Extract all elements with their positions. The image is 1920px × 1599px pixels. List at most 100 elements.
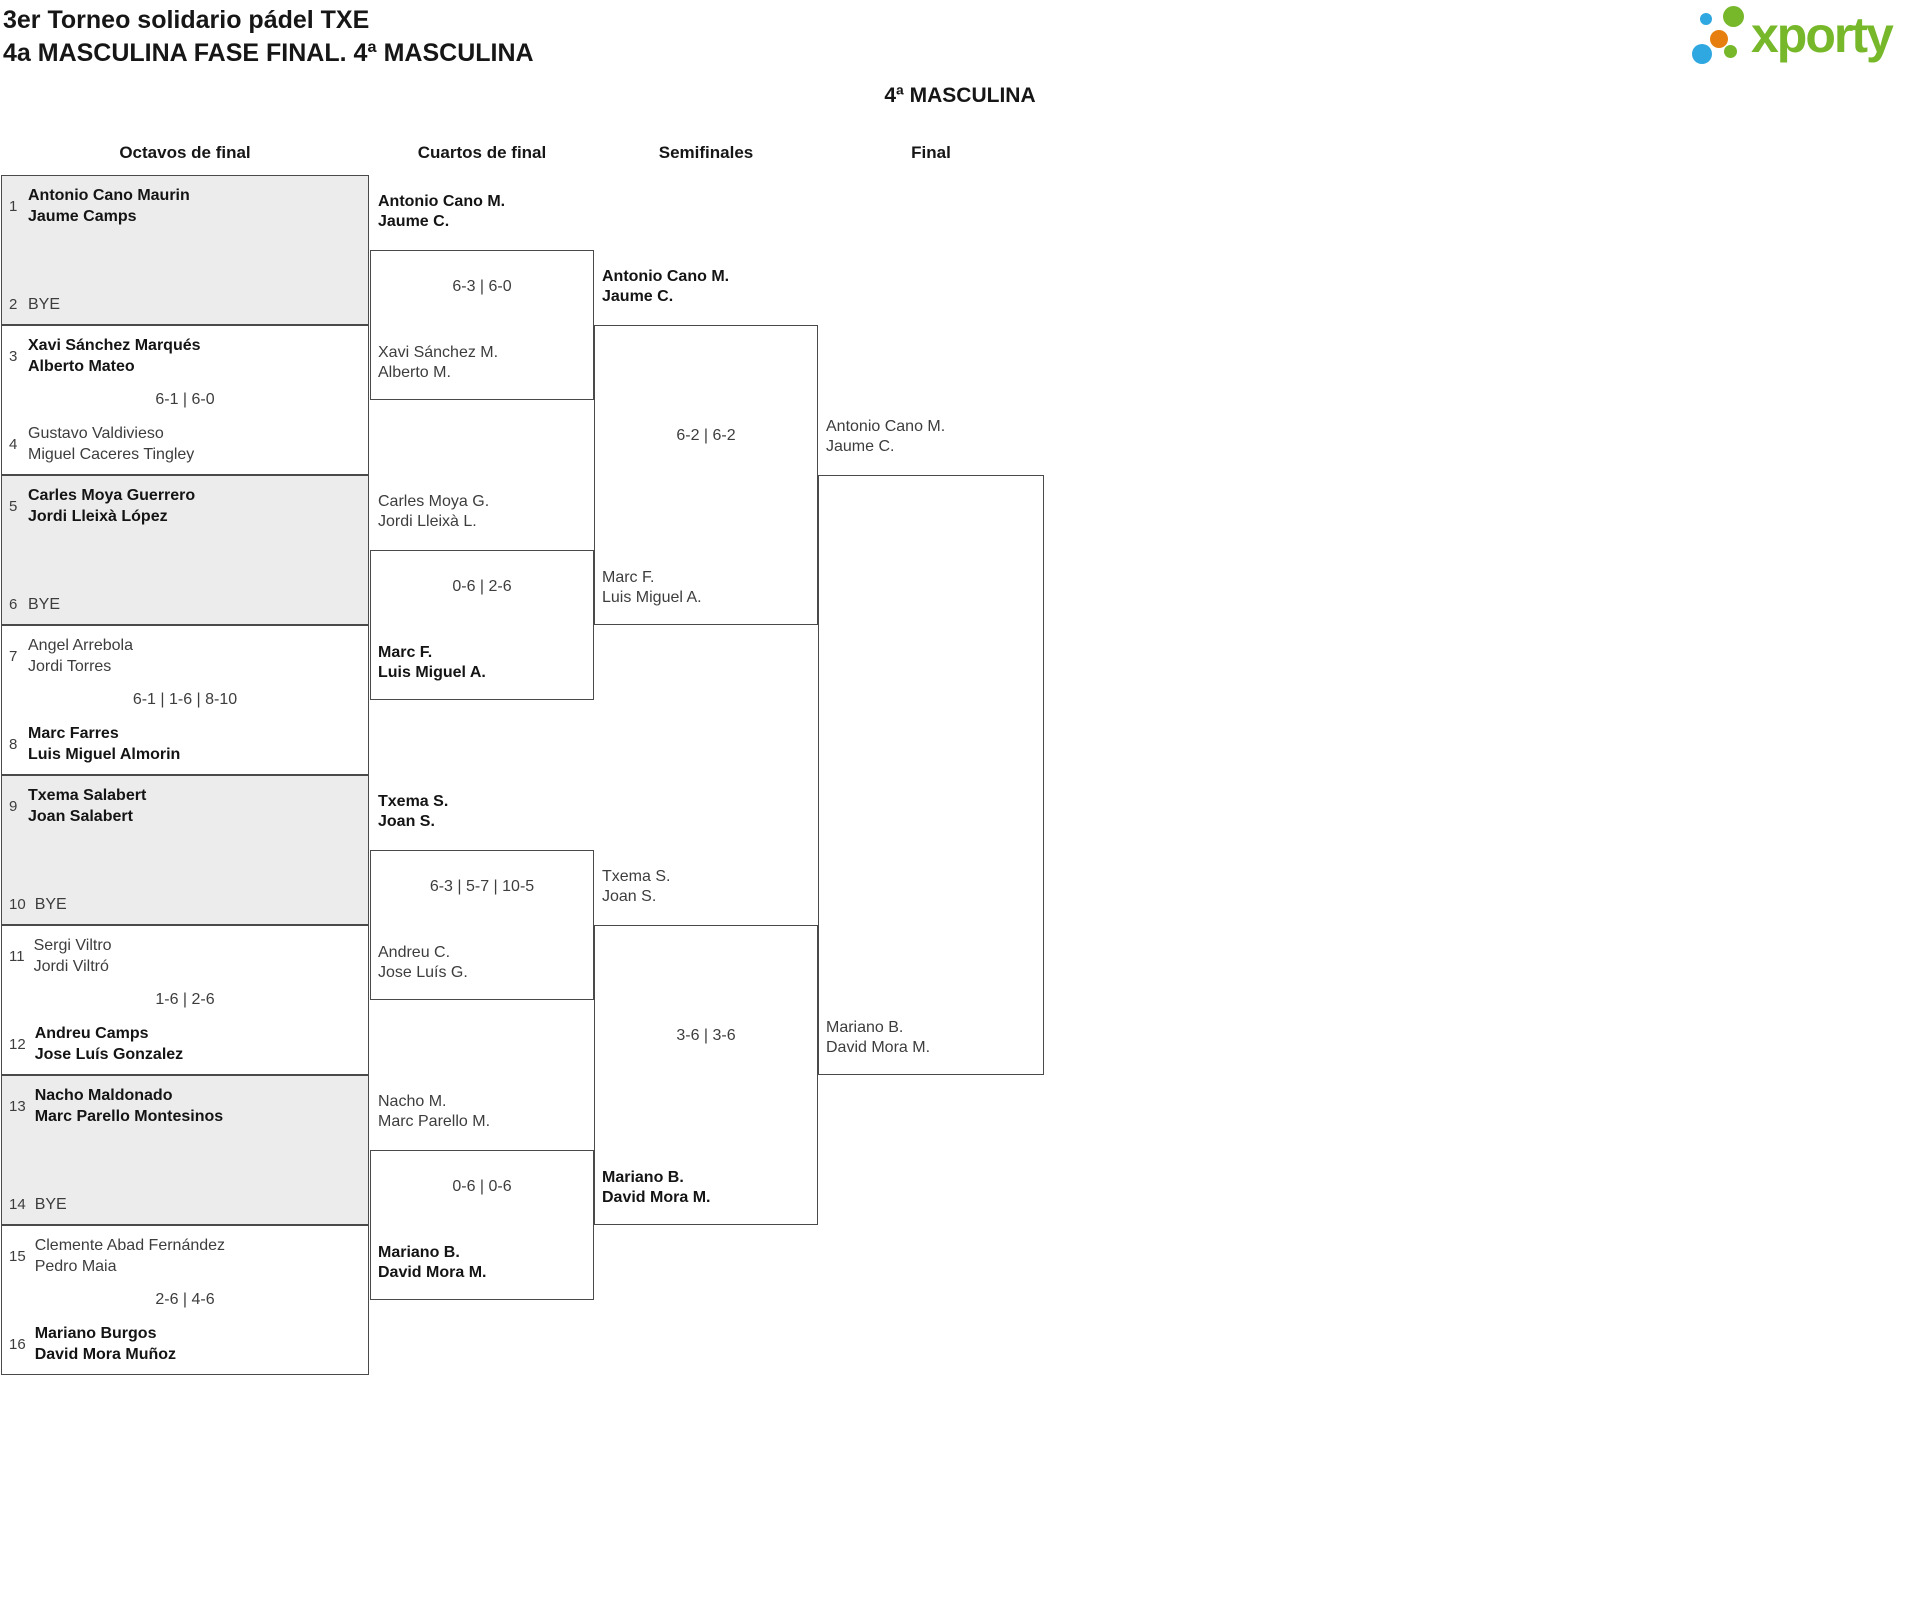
player-name: Luis Miguel Almorin (28, 746, 181, 763)
match-score: 6-3 | 6-0 (452, 278, 512, 295)
team-label: Txema S.Joan S. (378, 792, 448, 832)
player-name: Luis Miguel A. (602, 589, 702, 606)
round-header-octavos: Octavos de final (119, 143, 251, 162)
player-name: Jordi Lleixà López (28, 508, 168, 525)
player-name: Nacho Maldonado (34, 1087, 173, 1104)
team-entry: 2 BYE (9, 294, 361, 315)
team-label: Carles Moya G.Jordi Lleixà L. (378, 492, 489, 532)
team-label: Marc F. Luis Miguel A. (602, 568, 702, 608)
player-name: Xavi Sánchez Marqués (28, 337, 201, 354)
player-name: Txema Salabert (28, 787, 147, 804)
group-title: 4ª MASCULINA (884, 84, 1036, 107)
player-name: BYE (28, 296, 61, 313)
seed-number: 4 (9, 435, 18, 453)
player-name: Jose Luís Gonzalez (34, 1046, 184, 1063)
seed-number: 6 (9, 596, 18, 613)
seed-number: 7 (9, 647, 18, 665)
team-entry: 10 BYE (9, 894, 361, 915)
player-name: Clemente Abad Fernández (34, 1237, 226, 1254)
logo-dot-icon (1724, 45, 1737, 58)
match-score: 6-1 | 1-6 | 8-10 (132, 691, 238, 708)
player-name: Marc F. (602, 569, 655, 586)
xporty-logo: xporty (1690, 0, 1920, 75)
player-name: Antonio Cano M. (826, 418, 946, 435)
player-name: Carles Moya Guerrero (28, 487, 196, 504)
player-name: Mariano B. (378, 1244, 460, 1261)
player-name: Mariano B. (602, 1169, 684, 1186)
logo-dot-icon (1710, 30, 1728, 48)
player-name: BYE (28, 596, 61, 613)
seed-number: 11 (9, 947, 25, 965)
team-label: Nacho M.Marc Parello M. (378, 1092, 490, 1132)
player-name: Sergi Viltro (33, 937, 112, 954)
logo-wordmark: xporty (1751, 7, 1894, 63)
player-name: Angel Arrebola (28, 637, 133, 654)
qf-match-2-box (370, 550, 594, 700)
category-name: 4a MASCULINA FASE FINAL. 4ª MASCULINA (3, 39, 534, 67)
player-name: Antonio Cano Maurin (28, 187, 190, 204)
seed-number: 8 (9, 735, 18, 753)
player-name: Joan Salabert (28, 808, 133, 825)
player-name: Alberto M. (378, 364, 451, 381)
seed-number: 12 (9, 1035, 26, 1053)
player-name: Jaume C. (602, 288, 674, 305)
player-name: Jaume C. (378, 213, 450, 230)
player-name: Marc Farres (28, 725, 119, 742)
player-name: Luis Miguel A. (378, 664, 486, 681)
logo-dot-icon (1700, 13, 1712, 25)
player-name: Carles Moya G. (378, 493, 490, 510)
team-label: Marc F.Luis Miguel A. (378, 643, 486, 683)
player-name: David Mora Muñoz (34, 1346, 177, 1363)
qf-match-4-box (370, 1150, 594, 1300)
player-name: David Mora M. (378, 1264, 487, 1281)
match-score: 6-3 | 5-7 | 10-5 (429, 878, 535, 895)
match-score: 6-2 | 6-2 (676, 427, 736, 444)
player-name: Miguel Caceres Tingley (28, 446, 195, 463)
match-score: 3-6 | 3-6 (676, 1027, 736, 1044)
team-entry: 6 BYE (9, 594, 361, 615)
player-name: Txema S. (602, 868, 671, 885)
seed-number: 10 (9, 896, 26, 913)
team-label: Xavi Sánchez M.Alberto M. (378, 343, 498, 383)
player-name: Jose Luís G. (378, 964, 468, 981)
logo-dot-icon (1723, 6, 1744, 27)
sf-match-1-box (594, 325, 818, 625)
player-name: Mariano Burgos (34, 1325, 157, 1342)
player-name: Nacho M. (378, 1093, 447, 1110)
match-score: 6-1 | 6-0 (155, 391, 215, 408)
player-name: Joan S. (378, 813, 435, 830)
team-label: Antonio Cano M.Jaume C. (378, 192, 505, 232)
player-name: David Mora M. (602, 1189, 711, 1206)
seed-number: 1 (9, 197, 18, 215)
seed-number: 9 (9, 797, 18, 815)
final-match-box (818, 475, 1044, 1075)
player-name: Jaume C. (826, 438, 895, 455)
player-name: Jaume Camps (28, 208, 137, 225)
player-name: Mariano B. (826, 1019, 904, 1036)
seed-number: 14 (9, 1196, 26, 1213)
player-name: Gustavo Valdivieso (28, 425, 164, 442)
team-label: Txema S. Joan S. (602, 867, 670, 907)
qf-match-1-box (370, 250, 594, 400)
seed-number: 2 (9, 296, 18, 313)
player-name: Alberto Mateo (28, 358, 135, 375)
tournament-name: 3er Torneo solidario pádel TXE (3, 6, 370, 34)
player-name: Joan S. (602, 888, 657, 905)
